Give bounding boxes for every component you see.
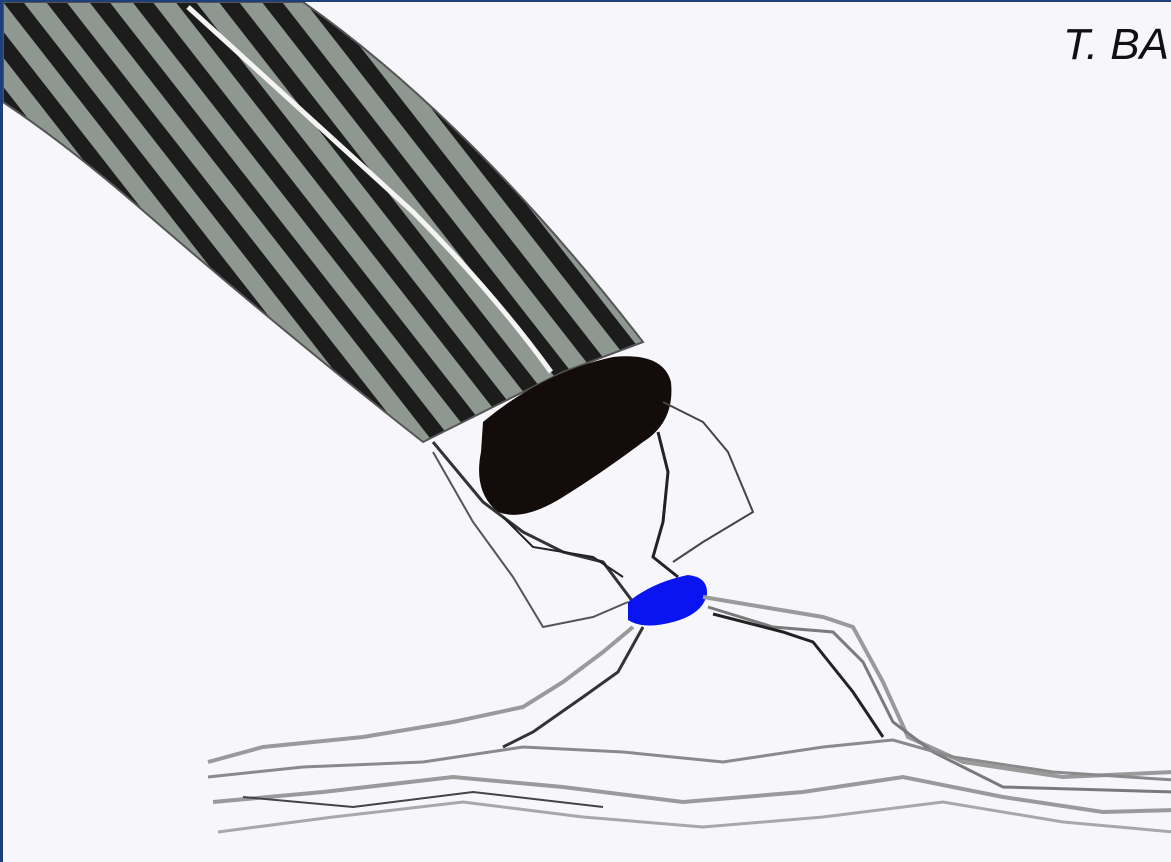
muscle-fiber-illustration [3, 2, 643, 442]
author-caption: T. BA [1063, 20, 1169, 70]
axon-strands-illustration [208, 597, 1171, 832]
neuromuscular-illustration [3, 2, 1171, 862]
blue-junction-spot [628, 575, 707, 626]
